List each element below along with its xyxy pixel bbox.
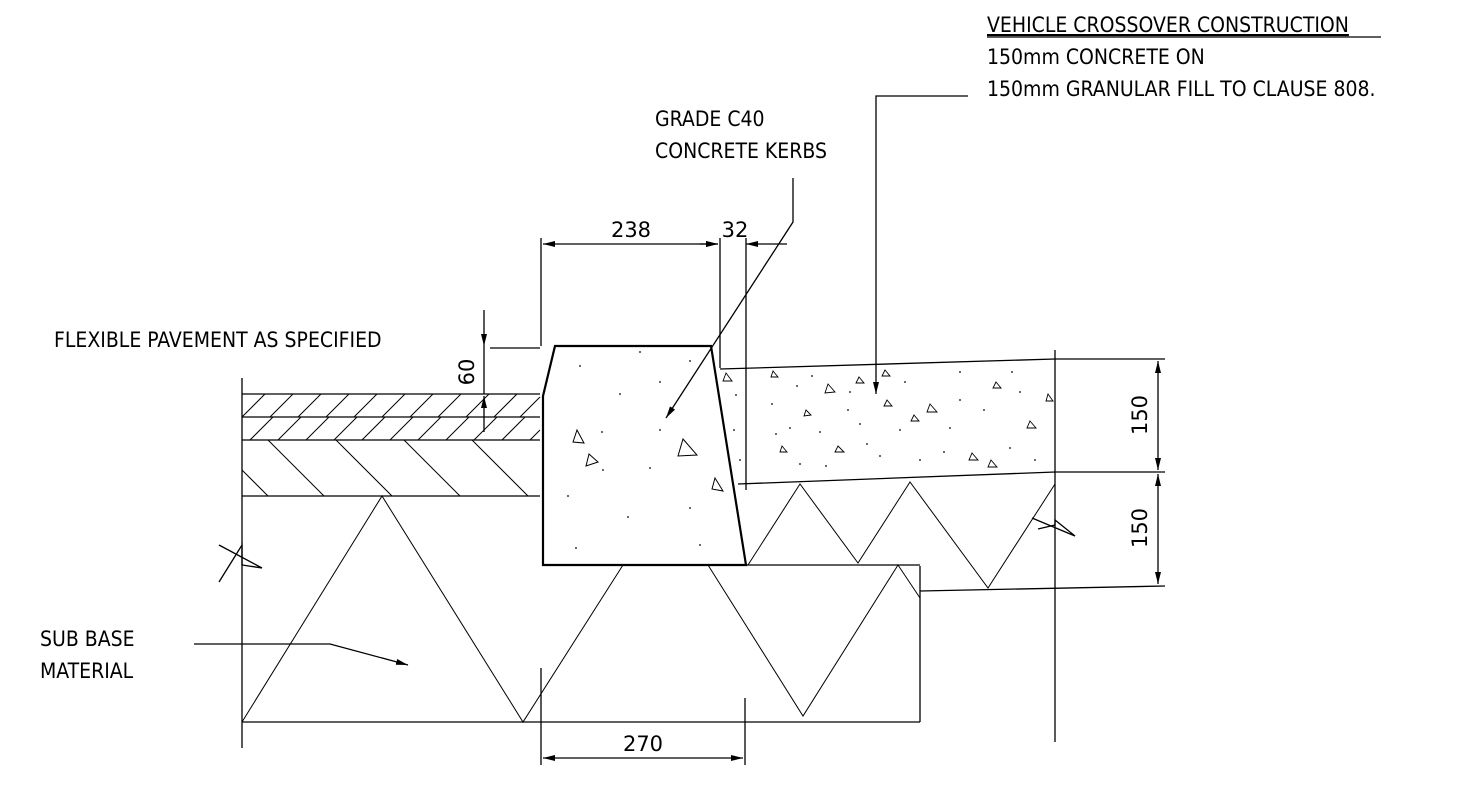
- dimension-label-concrete-150: 150: [1128, 395, 1152, 435]
- dimension-label-32: 32: [722, 218, 749, 242]
- crossover-note-line1: 150mm CONCRETE ON: [987, 45, 1205, 69]
- kerb-note-line2: CONCRETE KERBS: [655, 139, 827, 163]
- subbase-note-line2: MATERIAL: [40, 659, 134, 683]
- subbase-note: SUB BASE MATERIAL: [40, 627, 135, 683]
- right-break-symbol: [1031, 517, 1076, 537]
- dimension-kerb-width: [540, 238, 787, 490]
- crossover-note: VEHICLE CROSSOVER CONSTRUCTION 150mm CON…: [987, 13, 1381, 101]
- dimension-label-fill-150: 150: [1128, 508, 1152, 548]
- sub-base: [241, 495, 921, 723]
- dimension-kerb-height: [481, 310, 540, 432]
- pavement-note: FLEXIBLE PAVEMENT AS SPECIFIED: [54, 328, 382, 352]
- flexible-pavement: [241, 378, 541, 748]
- crossover-note-line2: 150mm GRANULAR FILL TO CLAUSE 808.: [987, 77, 1376, 101]
- kerb-note-line1: GRADE C40: [655, 107, 765, 131]
- dimension-label-60: 60: [455, 359, 479, 386]
- dimension-bedding-width: [540, 668, 746, 765]
- base-course-hatch: [241, 439, 529, 497]
- crossover-note-title: VEHICLE CROSSOVER CONSTRUCTION: [987, 13, 1349, 37]
- surface-course-hatch: [241, 393, 541, 418]
- crossover-concrete: [719, 350, 1056, 742]
- leader-crossover: [873, 95, 968, 394]
- dimension-label-238: 238: [611, 218, 651, 242]
- dimension-layer-depths: [1055, 358, 1165, 584]
- kerb-note: GRADE C40 CONCRETE KERBS: [655, 107, 827, 163]
- concrete-kerb: [541, 344, 748, 567]
- subbase-note-line1: SUB BASE: [40, 627, 135, 651]
- granular-fill: [747, 481, 1166, 592]
- leader-kerb: [665, 178, 794, 419]
- dimension-label-270: 270: [623, 732, 663, 756]
- left-break-symbol: [218, 542, 263, 583]
- binder-course-hatch: [249, 416, 541, 441]
- leader-subbase: [194, 643, 409, 666]
